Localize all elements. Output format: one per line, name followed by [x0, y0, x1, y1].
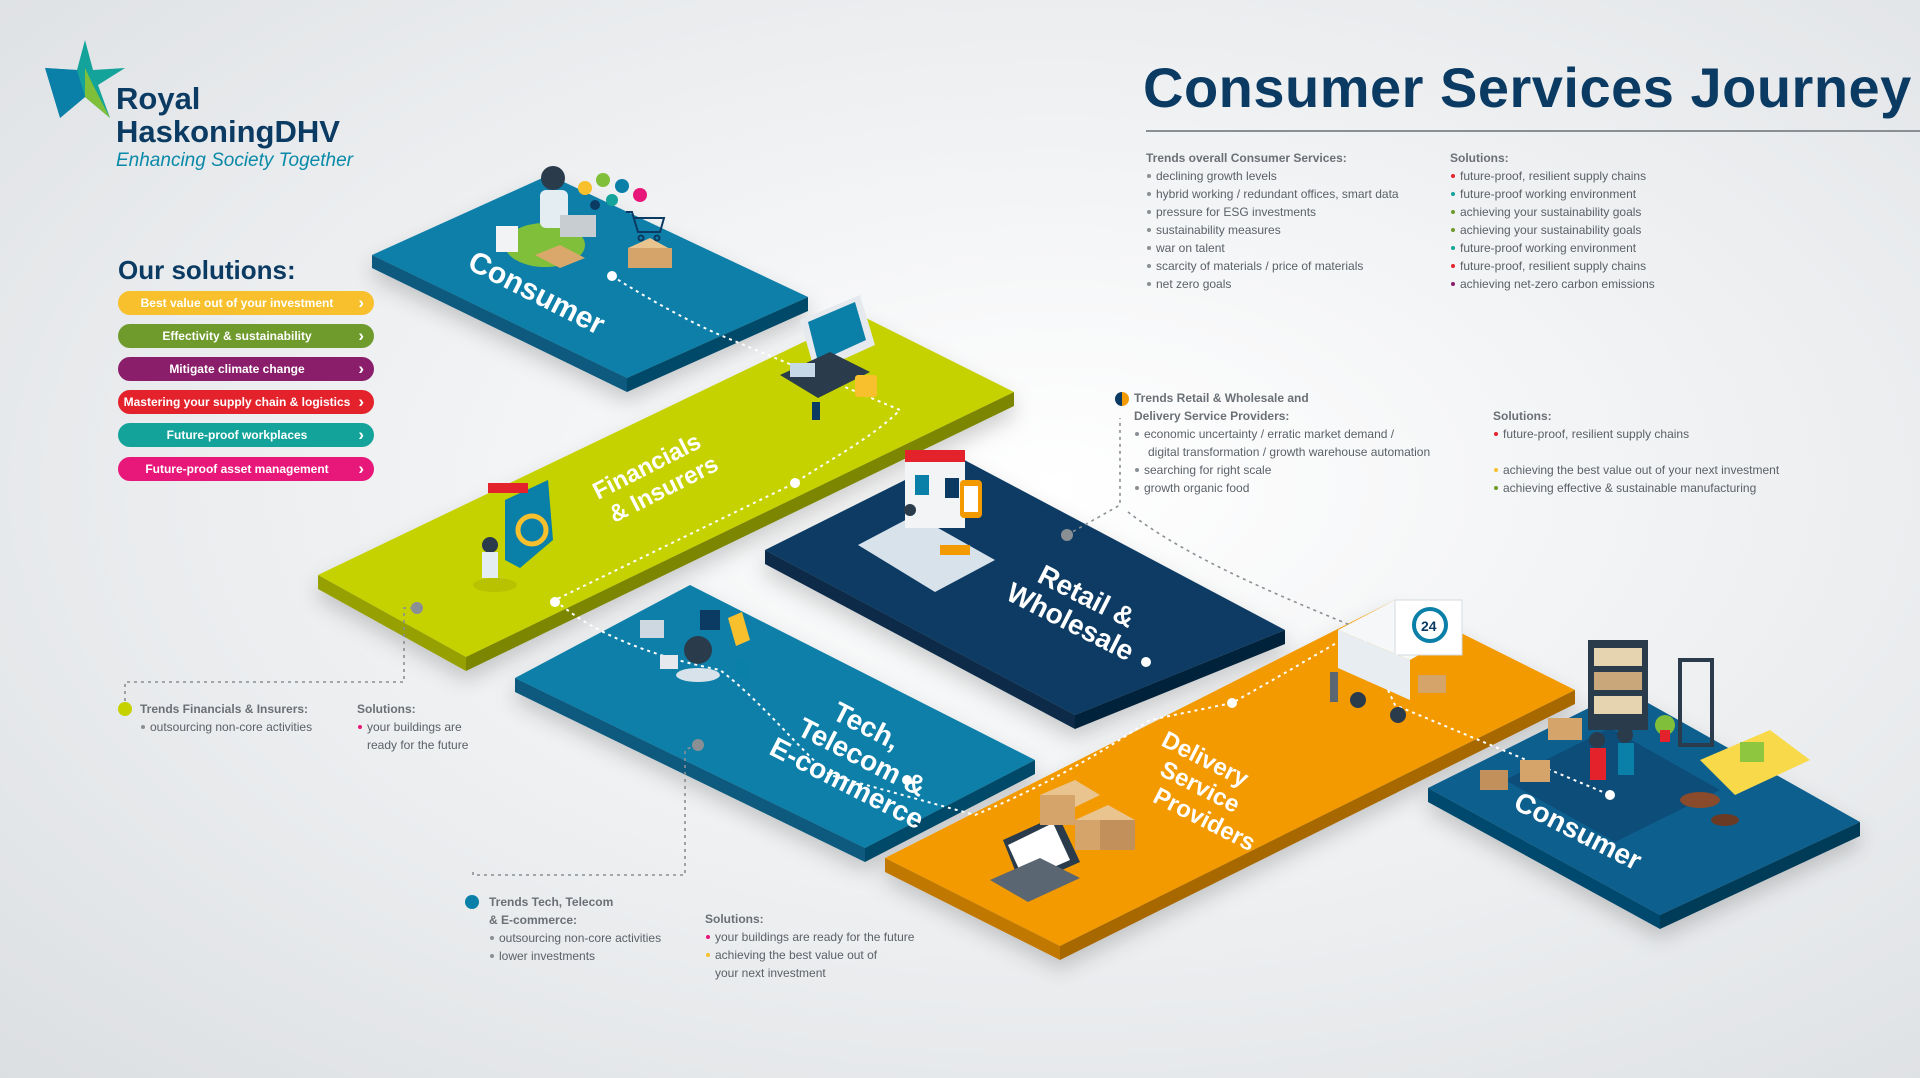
platform-consumer-top	[372, 175, 808, 392]
tech-marker-icon	[465, 895, 479, 909]
list-item: net zero goals	[1146, 275, 1399, 293]
illustration-shop	[858, 450, 995, 592]
chevron-right-icon: ›	[358, 293, 364, 312]
list-item: searching for right scale	[1134, 461, 1430, 479]
illustration-laptop	[780, 295, 877, 420]
list-item: war on talent	[1146, 239, 1399, 257]
chevron-right-icon: ›	[358, 359, 364, 378]
illustration-room	[1480, 640, 1810, 826]
list-item: lower investments	[489, 947, 661, 965]
list-item: scarcity of materials / price of materia…	[1146, 257, 1399, 275]
list-item: growth organic food	[1134, 479, 1430, 497]
brand-name-line1: Royal	[116, 81, 201, 116]
trends-retail-solutions: Solutions: future-proof, resilient suppl…	[1493, 407, 1779, 497]
trends-tech-heading-1: Trends Tech, Telecom	[489, 895, 614, 909]
solution-pill-label: Mastering your supply chain & logistics	[123, 395, 351, 409]
illustration-tech	[640, 610, 750, 682]
list-item: future-proof, resilient supply chains	[1493, 425, 1779, 443]
solution-pill-asset-management[interactable]: Future-proof asset management ›	[118, 457, 374, 481]
illustration-person-beanbag	[496, 166, 672, 268]
list-item-continued: digital transformation / growth warehous…	[1148, 445, 1431, 459]
solutions-heading: Solutions:	[357, 702, 416, 716]
chevron-right-icon: ›	[358, 459, 364, 478]
solution-pill-label: Future-proof asset management	[145, 462, 329, 476]
financials-marker-icon	[118, 702, 132, 716]
trends-tech-heading-2: & E-commerce:	[489, 913, 578, 927]
list-item: outsourcing non-core activities	[140, 718, 312, 736]
solution-pill-supply-chain[interactable]: Mastering your supply chain & logistics …	[118, 390, 374, 414]
chevron-right-icon: ›	[358, 392, 364, 411]
callout-lines	[124, 418, 1351, 876]
list-item: achieving the best value out of your nex…	[1493, 461, 1779, 479]
solutions-heading: Solutions:	[1493, 409, 1552, 423]
path-dots	[550, 271, 1615, 800]
trends-overall: Trends overall Consumer Services: declin…	[1146, 149, 1399, 293]
solution-pill-label: Effectivity & sustainability	[162, 329, 312, 343]
solution-pill-label: Best value out of your investment	[140, 296, 334, 310]
list-item: achieving the best value out of	[705, 946, 914, 964]
platform-retail	[765, 455, 1285, 729]
solution-pill-best-value[interactable]: Best value out of your investment ›	[118, 291, 374, 315]
trends-financials-solutions: Solutions: your buildings are ready for …	[357, 700, 468, 754]
brand-logo[interactable]: Royal HaskoningDHV Enhancing Society Tog…	[40, 40, 360, 190]
solution-pill-label: Future-proof workplaces	[166, 428, 308, 442]
list-item: achieving your sustainability goals	[1450, 203, 1655, 221]
list-item: future-proof working environment	[1450, 185, 1655, 203]
trends-overall-heading: Trends overall Consumer Services:	[1146, 151, 1347, 165]
list-item: future-proof, resilient supply chains	[1450, 167, 1655, 185]
illustration-package-laptop	[990, 780, 1135, 902]
title-divider	[1146, 130, 1920, 132]
trends-retail-heading-1: Trends Retail & Wholesale and	[1134, 391, 1309, 405]
illustration-shield	[473, 480, 553, 592]
solutions-heading: Solutions:	[1450, 151, 1509, 165]
illustration-van: 24	[1330, 599, 1463, 723]
list-item: declining growth levels	[1146, 167, 1399, 185]
chevron-right-icon: ›	[358, 425, 364, 444]
list-item: future-proof, resilient supply chains	[1450, 257, 1655, 275]
brand-name-line2: HaskoningDHV	[116, 114, 340, 149]
trends-financials-heading: Trends Financials & Insurers:	[140, 702, 309, 716]
list-item: your buildings are ready for the future	[705, 928, 914, 946]
list-item: hybrid working / redundant offices, smar…	[1146, 185, 1399, 203]
solution-pill-workplaces[interactable]: Future-proof workplaces ›	[118, 423, 374, 447]
chevron-right-icon: ›	[358, 326, 364, 345]
platform-consumer-bottom	[1428, 690, 1860, 929]
svg-text:24: 24	[1421, 618, 1437, 634]
page-title: Consumer Services Journey	[1143, 56, 1912, 119]
illustration-social-icons	[578, 173, 647, 210]
star-logo-icon	[45, 40, 125, 118]
solutions-heading: Solutions:	[705, 912, 764, 926]
list-item: economic uncertainty / erratic market de…	[1134, 425, 1430, 443]
list-item-continued: ready for the future	[367, 738, 469, 752]
callout-anchors	[411, 529, 1073, 751]
trends-financials: Trends Financials & Insurers: outsourcin…	[140, 700, 312, 736]
trends-retail: Trends Retail & Wholesale and Delivery S…	[1134, 389, 1430, 497]
list-item-continued: your next investment	[715, 966, 826, 980]
list-item: achieving net-zero carbon emissions	[1450, 275, 1655, 293]
retail-marker-icon	[1115, 392, 1129, 406]
list-item: pressure for ESG investments	[1146, 203, 1399, 221]
trends-tech: Trends Tech, Telecom & E-commerce: outso…	[489, 893, 661, 965]
illustration-cart	[626, 211, 666, 242]
list-item: future-proof working environment	[1450, 239, 1655, 257]
trends-retail-heading-2: Delivery Service Providers:	[1134, 409, 1290, 423]
solution-pill-climate[interactable]: Mitigate climate change ›	[118, 357, 374, 381]
list-item: achieving your sustainability goals	[1450, 221, 1655, 239]
brand-tagline: Enhancing Society Together	[116, 150, 353, 171]
list-item: achieving effective & sustainable manufa…	[1493, 479, 1779, 497]
trends-overall-solutions: Solutions: future-proof, resilient suppl…	[1450, 149, 1655, 293]
solution-pill-label: Mitigate climate change	[169, 362, 305, 376]
solutions-heading: Our solutions:	[118, 255, 296, 285]
trends-tech-solutions: Solutions: your buildings are ready for …	[705, 910, 914, 982]
solution-pill-effectivity[interactable]: Effectivity & sustainability ›	[118, 324, 374, 348]
list-item: sustainability measures	[1146, 221, 1399, 239]
list-item: outsourcing non-core activities	[489, 929, 661, 947]
list-item: your buildings are	[357, 718, 468, 736]
